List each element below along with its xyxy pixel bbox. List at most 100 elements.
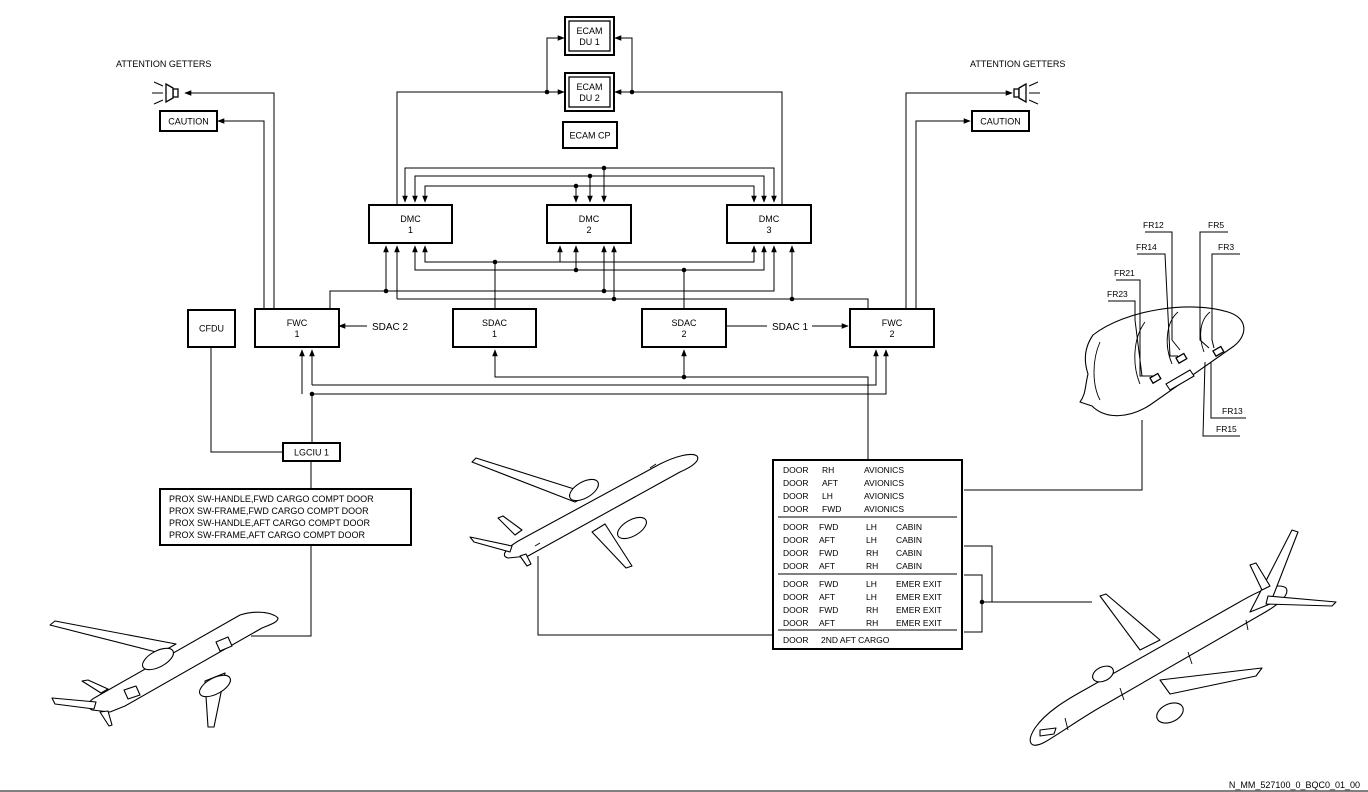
svg-text:CFDU: CFDU [199,324,224,334]
fwc-2: FWC 2 [849,308,935,348]
door-avionics-cell: AVIONICS [864,491,904,501]
door-cabin-cell: CABIN [896,561,922,571]
svg-text:2: 2 [586,225,591,235]
door-avionics-cell: DOOR [783,465,809,475]
svg-text:DU 1: DU 1 [579,37,600,47]
svg-text:LGCIU 1: LGCIU 1 [294,448,329,458]
door-avionics-cell: LH [822,491,833,501]
ecam-du-1: ECAM DU 1 [564,16,615,56]
frame-label: FR13 [1222,406,1243,416]
door-emer-cell: AFT [819,592,835,602]
door-cabin-cell: LH [866,522,877,532]
svg-text:SDAC: SDAC [482,318,508,328]
frame-label: FR3 [1218,242,1234,252]
svg-text:1: 1 [492,329,497,339]
svg-text:ECAM: ECAM [576,26,602,36]
door-emer-cell: FWD [819,579,838,589]
door-emer-cell: AFT [819,618,835,628]
fwc-1: FWC 1 [254,308,340,348]
figure-reference: N_MM_527100_0_BQC0_01_00 [1229,780,1360,790]
door-avionics-cell: AVIONICS [864,465,904,475]
svg-text:SDAC: SDAC [671,318,697,328]
sdac-2-feed-label: SDAC 2 [372,322,409,333]
caution-light-right: CAUTION [971,110,1030,132]
svg-text:FWC: FWC [287,318,308,328]
wiring [184,35,1143,637]
prox-switch-item: PROX SW-FRAME,AFT CARGO COMPT DOOR [169,530,366,540]
door-emer-cell: EMER EXIT [896,618,942,628]
door-emer-cell: DOOR [783,592,809,602]
svg-text:1: 1 [408,225,413,235]
aircraft-illustration-center [469,453,699,569]
door-avionics-cell: RH [822,465,834,475]
aircraft-illustration-passenger-doors [1029,529,1337,746]
svg-text:ECAM: ECAM [576,82,602,92]
frame-label: FR21 [1114,268,1135,278]
door-avionics-cell: AVIONICS [864,478,904,488]
svg-text:2: 2 [889,329,894,339]
fuselage-frame-detail: FR12 FR14 FR5 FR3 FR21 FR23 FR13 FR15 [1079,220,1246,437]
door-avionics-cell: AVIONICS [864,504,904,514]
attention-getters-label-left: ATTENTION GETTERS [116,59,211,69]
prox-switch-item: PROX SW-HANDLE,AFT CARGO COMPT DOOR [169,518,371,528]
sdac-1: SDAC 1 [452,308,537,348]
door-avionics-cell: FWD [822,504,841,514]
door-cabin-cell: CABIN [896,522,922,532]
door-cabin-cell: DOOR [783,522,809,532]
svg-text:1: 1 [294,329,299,339]
door-cargo-location: 2ND AFT CARGO [821,635,890,645]
prox-switch-item: PROX SW-HANDLE,FWD CARGO COMPT DOOR [169,494,374,504]
ecam-du-2: ECAM DU 2 [564,72,615,112]
door-cabin-cell: RH [866,548,878,558]
door-emer-cell: EMER EXIT [896,579,942,589]
frame-label: FR12 [1143,220,1164,230]
door-cabin-cell: CABIN [896,548,922,558]
door-cabin-cell: RH [866,561,878,571]
frame-label: FR23 [1107,289,1128,299]
attention-getters-label-right: ATTENTION GETTERS [970,59,1065,69]
attention-getters-left: ATTENTION GETTERS [116,59,211,105]
door-cabin-cell: FWD [819,522,838,532]
frame-label: FR15 [1216,424,1237,434]
door-emer-cell: DOOR [783,579,809,589]
door-emer-cell: FWD [819,605,838,615]
speaker-icon [1013,81,1040,105]
door-cargo-label: DOOR [783,635,809,645]
door-emer-cell: LH [866,592,877,602]
door-cabin-cell: FWD [819,548,838,558]
door-cabin-cell: DOOR [783,548,809,558]
prox-switch-list: PROX SW-HANDLE,FWD CARGO COMPT DOOR PROX… [159,488,412,546]
door-cabin-cell: AFT [819,535,835,545]
svg-text:DMC: DMC [400,214,421,224]
door-cabin-cell: LH [866,535,877,545]
svg-text:DU 2: DU 2 [579,93,600,103]
door-sensor-list: DOOR RH AVIONICS DOOR AFT AVIONICS DOOR LH AVION… [772,459,963,650]
door-emer-cell: RH [866,618,878,628]
door-avionics-cell: AFT [822,478,838,488]
caution-label: CAUTION [168,117,209,127]
attention-getters-right: ATTENTION GETTERS [970,59,1065,105]
speaker-icon [152,81,179,105]
svg-text:ECAM CP: ECAM CP [569,131,610,141]
door-emer-cell: DOOR [783,605,809,615]
aircraft-illustration-cargo-doors [49,611,279,728]
svg-text:2: 2 [681,329,686,339]
sdac-1-feed-label: SDAC 1 [772,322,809,333]
door-emer-cell: DOOR [783,618,809,628]
door-cabin-cell: DOOR [783,535,809,545]
dmc-3: DMC 3 [726,204,812,244]
frame-label: FR14 [1136,242,1157,252]
door-cabin-cell: CABIN [896,535,922,545]
frame-label: FR5 [1208,220,1224,230]
cfdu: CFDU [187,309,236,348]
caution-light-left: CAUTION [159,110,218,132]
lgciu-1: LGCIU 1 [282,442,341,462]
door-cabin-cell: DOOR [783,561,809,571]
svg-text:DMC: DMC [759,214,780,224]
dmc-2: DMC 2 [546,204,632,244]
door-avionics-cell: DOOR [783,478,809,488]
svg-text:FWC: FWC [882,318,903,328]
dmc-1: DMC 1 [368,204,453,244]
caution-label: CAUTION [980,117,1021,127]
